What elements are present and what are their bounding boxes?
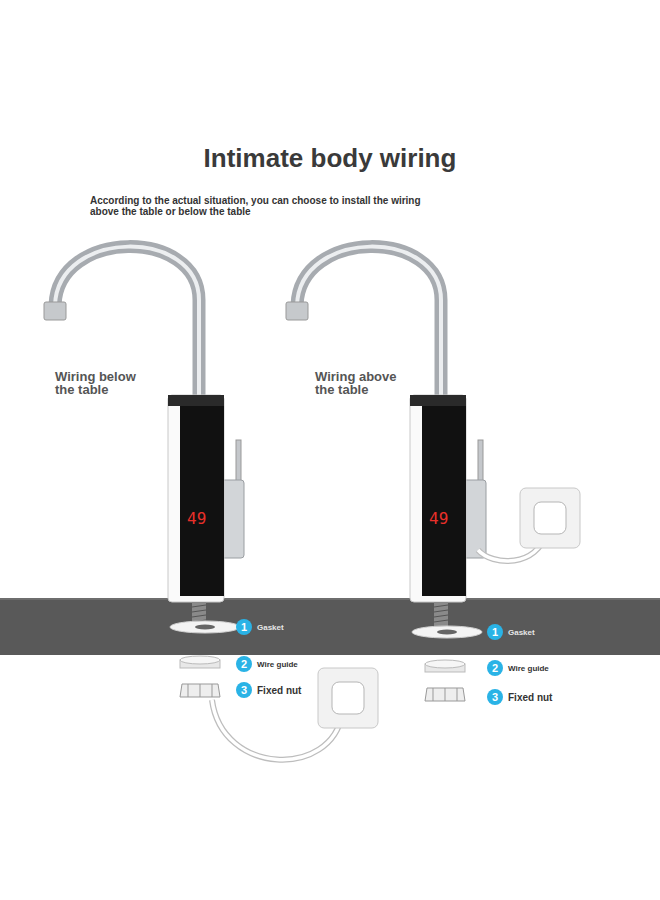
callout-number: 2 [487, 660, 503, 676]
part-name: Gasket [257, 622, 284, 633]
faucet-left [44, 247, 244, 626]
wall-socket [318, 668, 378, 728]
gasket [170, 621, 240, 633]
wire-guide-top [425, 660, 465, 668]
temperature-readout: 49 [187, 511, 206, 527]
callout-number: 1 [236, 619, 252, 635]
callout-node: 1 Gasket [236, 619, 284, 635]
section-heading: Wiring below the table [55, 370, 157, 396]
subtitle-note: According to the actual situation, you c… [90, 195, 435, 217]
diagram-title: Intimate body wiring [0, 143, 660, 174]
part-name: Fixed nut [508, 691, 552, 704]
faucet-right [286, 247, 486, 626]
callout-node: 3 Fixed nut [487, 689, 552, 705]
plug [534, 502, 566, 534]
part-name: Wire guide [257, 659, 298, 670]
callout-node: 2 Wire guide [487, 660, 549, 676]
callout-node: 1 Gasket [487, 624, 535, 640]
gasket [412, 626, 482, 638]
wall-socket [520, 488, 580, 548]
part-name: Fixed nut [257, 684, 301, 697]
callout-number: 3 [487, 689, 503, 705]
plug [332, 682, 364, 714]
callout-number: 2 [236, 656, 252, 672]
gasket-hole [437, 630, 457, 635]
part-name: Gasket [508, 627, 535, 638]
section-heading: Wiring above the table [315, 370, 417, 396]
nut-ribs [433, 688, 457, 701]
countertop [0, 598, 660, 655]
callout-number: 1 [487, 624, 503, 640]
wire-guide-top [180, 656, 220, 664]
fixed-nut [180, 684, 220, 697]
callout-node: 2 Wire guide [236, 656, 298, 672]
part-name: Wire guide [508, 663, 549, 674]
gasket-hole [195, 625, 215, 630]
temperature-readout: 49 [429, 511, 448, 527]
callout-node: 3 Fixed nut [236, 682, 301, 698]
nut-ribs [188, 684, 212, 697]
callout-number: 3 [236, 682, 252, 698]
countertop-edge [0, 598, 660, 600]
fixed-nut [425, 688, 465, 701]
